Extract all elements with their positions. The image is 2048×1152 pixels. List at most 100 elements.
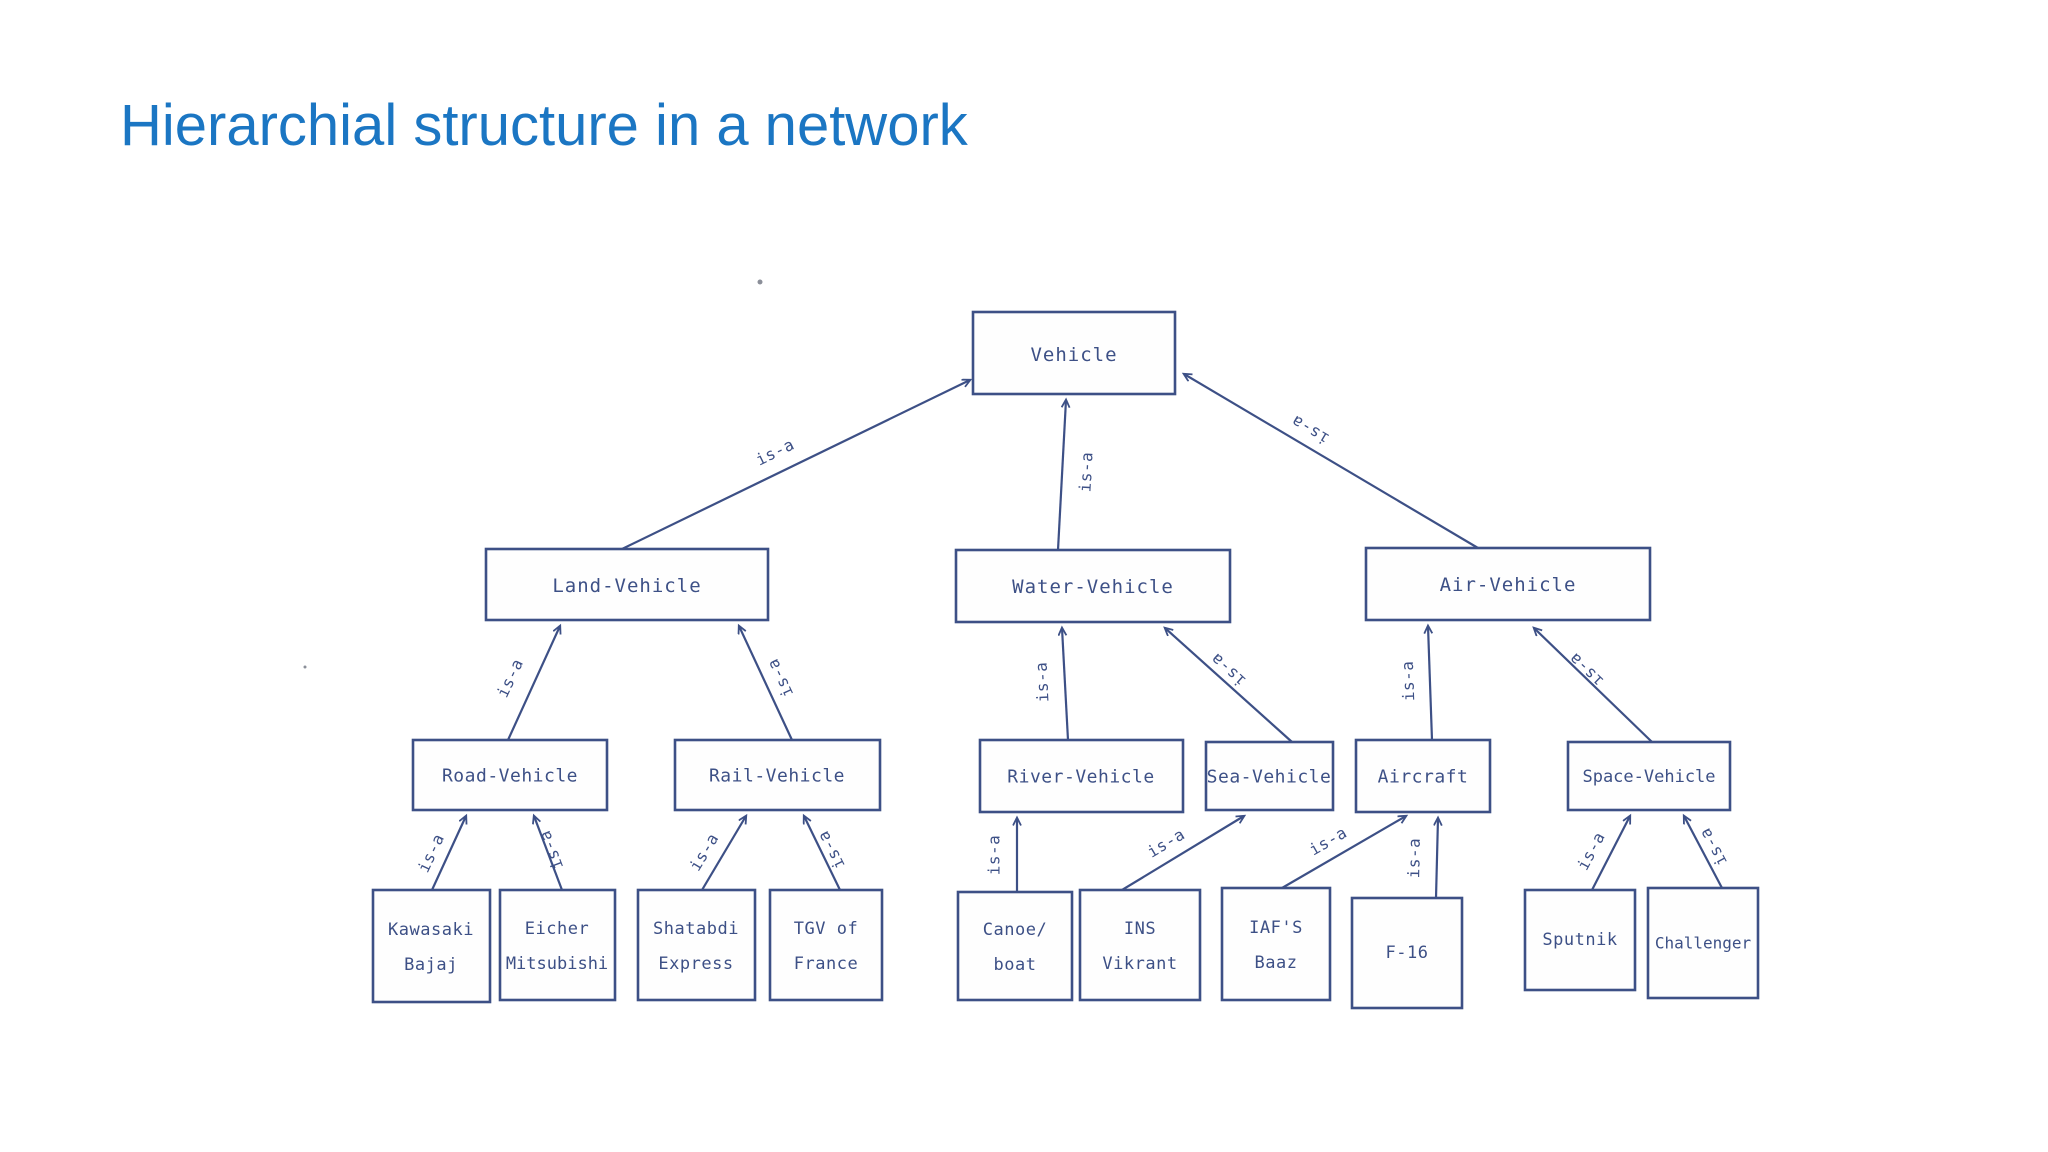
node-label: Land-Vehicle (552, 575, 701, 597)
edge-air-vehicle-to-vehicle: is-a (1184, 374, 1479, 549)
edge-line (534, 816, 564, 891)
node-box (1523, 888, 1637, 992)
edge-shatabdi-express-to-rail-vehicle: is-a (685, 816, 746, 891)
edge-line (1281, 816, 1406, 889)
node-label-line1: INS (1124, 919, 1156, 939)
edge-line (739, 626, 793, 741)
edge-label: is-a (1565, 649, 1607, 691)
node-box (1220, 886, 1332, 1002)
node-shatabdi-express: Shatabdi Express (636, 888, 757, 1002)
node-label: Air-Vehicle (1440, 574, 1577, 596)
node-box (1566, 740, 1732, 812)
node-label: River-Vehicle (1007, 767, 1154, 788)
node-box (371, 888, 492, 1004)
edge-label: is-a (493, 656, 527, 701)
edge-label: is-a (535, 828, 567, 873)
edge-line (1591, 816, 1630, 891)
node-tgv-of-france: TGV of France (768, 888, 884, 1002)
edge-line (621, 380, 970, 550)
edge-label: is-a (985, 835, 1004, 876)
node-box (498, 888, 617, 1002)
node-sputnik: Sputnik (1523, 888, 1637, 992)
edge-ins-vikrant-to-sea-vehicle: is-a (1121, 816, 1244, 891)
edge-river-vehicle-to-water-vehicle: is-a (1031, 628, 1070, 741)
node-aircraft: Aircraft (1354, 738, 1492, 814)
edge-line (1184, 374, 1479, 549)
edge-line (701, 816, 746, 891)
node-box (636, 888, 757, 1002)
edge-line (506, 626, 560, 741)
node-box (768, 888, 884, 1002)
edge-label: is-a (753, 435, 798, 470)
node-label-line2: Baaz (1255, 953, 1298, 973)
node-box (1364, 546, 1652, 622)
node-box (956, 890, 1074, 1002)
node-label: Road-Vehicle (442, 766, 578, 787)
node-box (971, 310, 1177, 396)
node-box (484, 547, 770, 622)
node-kawasaki-bajaj: Kawasaki Bajaj (371, 888, 492, 1004)
node-box (1204, 740, 1335, 812)
node-box (411, 738, 609, 812)
node-vehicle: Vehicle (971, 310, 1177, 396)
edge-label: is-a (414, 831, 448, 876)
node-label-line1: Canoe/ (983, 920, 1047, 940)
edge-label: is-a (763, 656, 797, 701)
scan-speck (757, 279, 763, 285)
edge-kawasaki-bajaj-to-road-vehicle: is-a (414, 816, 466, 891)
node-box (1646, 886, 1760, 1000)
edge-label: is-a (1075, 451, 1096, 492)
node-box (673, 738, 882, 812)
edge-label: is-a (685, 830, 722, 875)
edge-label: is-a (1398, 660, 1418, 701)
edge-f-16-to-aircraft: is-a (1404, 818, 1438, 899)
edge-road-vehicle-to-land-vehicle: is-a (493, 626, 560, 741)
node-road-vehicle: Road-Vehicle (411, 738, 609, 812)
edge-line (804, 816, 841, 891)
node-river-vehicle: River-Vehicle (978, 738, 1185, 814)
node-label-line1: Kawasaki (388, 920, 474, 940)
page-title: Hierarchial structure in a network (120, 93, 968, 158)
edge-line (1428, 626, 1434, 741)
node-label-line1: Eicher (525, 919, 589, 939)
node-label-line2: Bajaj (404, 955, 458, 975)
node-label: Sea-Vehicle (1207, 767, 1332, 788)
node-space-vehicle: Space-Vehicle (1566, 740, 1732, 812)
edge-line (1436, 818, 1438, 899)
node-label-line2: Mitsubishi (506, 954, 608, 974)
node-label: Sputnik (1542, 930, 1617, 950)
node-land-vehicle: Land-Vehicle (484, 547, 770, 622)
edge-line (1121, 816, 1244, 891)
node-label-line1: TGV of (794, 919, 858, 939)
node-label-line2: boat (994, 955, 1037, 975)
node-label: Rail-Vehicle (709, 766, 845, 787)
node-label: Space-Vehicle (1582, 767, 1715, 787)
node-box (1078, 888, 1202, 1002)
edge-iafs-baaz-to-aircraft: is-a (1281, 816, 1406, 889)
edge-line (1062, 628, 1070, 741)
edge-label: is-a (1288, 411, 1333, 448)
edge-eicher-mitsubishi-to-road-vehicle: is-a (534, 816, 567, 891)
edge-aircraft-to-air-vehicle: is-a (1398, 626, 1434, 741)
node-label: Challenger (1655, 934, 1752, 953)
edge-sputnik-to-space-vehicle: is-a (1573, 816, 1630, 891)
edge-label: is-a (1031, 661, 1052, 702)
node-label-line2: Express (658, 954, 733, 974)
edge-label: is-a (1404, 838, 1424, 879)
edge-line (1056, 400, 1066, 551)
edge-label: is-a (813, 828, 848, 873)
edge-water-vehicle-to-vehicle: is-a (1056, 400, 1097, 551)
node-label-line2: France (794, 954, 858, 974)
node-air-vehicle: Air-Vehicle (1364, 546, 1652, 622)
edge-canoe-boat-to-river-vehicle: is-a (985, 818, 1018, 892)
edge-line (431, 816, 466, 891)
scan-speck (303, 665, 307, 669)
edge-land-vehicle-to-vehicle: is-a (621, 380, 970, 550)
node-box (954, 548, 1232, 624)
node-label: F-16 (1386, 943, 1429, 963)
node-canoe-boat: Canoe/ boat (956, 890, 1074, 1002)
edge-line (1684, 816, 1723, 889)
node-sea-vehicle: Sea-Vehicle (1204, 740, 1335, 812)
